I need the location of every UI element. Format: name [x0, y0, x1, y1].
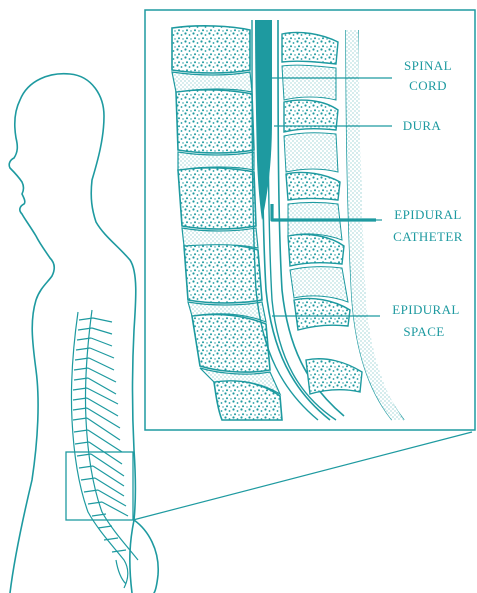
- small-spine: [71, 310, 138, 588]
- small-vertebrae: [73, 318, 126, 552]
- label-dura: DURA: [403, 118, 442, 133]
- human-silhouette: [9, 74, 158, 593]
- buttock-curve: [130, 520, 134, 593]
- zoom-projection-lines: [133, 432, 472, 520]
- label-epidural-space-line1: EPIDURAL: [392, 302, 459, 317]
- label-spinal-cord-line2: CORD: [409, 78, 447, 93]
- spinous-processes: [87, 318, 128, 516]
- label-spinal-cord-line1: SPINAL: [404, 58, 452, 73]
- label-epidural-catheter-line2: CATHETER: [393, 229, 463, 244]
- label-epidural-space-line2: SPACE: [403, 324, 444, 339]
- label-epidural-catheter-line1: EPIDURAL: [394, 207, 461, 222]
- body-outline: [9, 74, 158, 593]
